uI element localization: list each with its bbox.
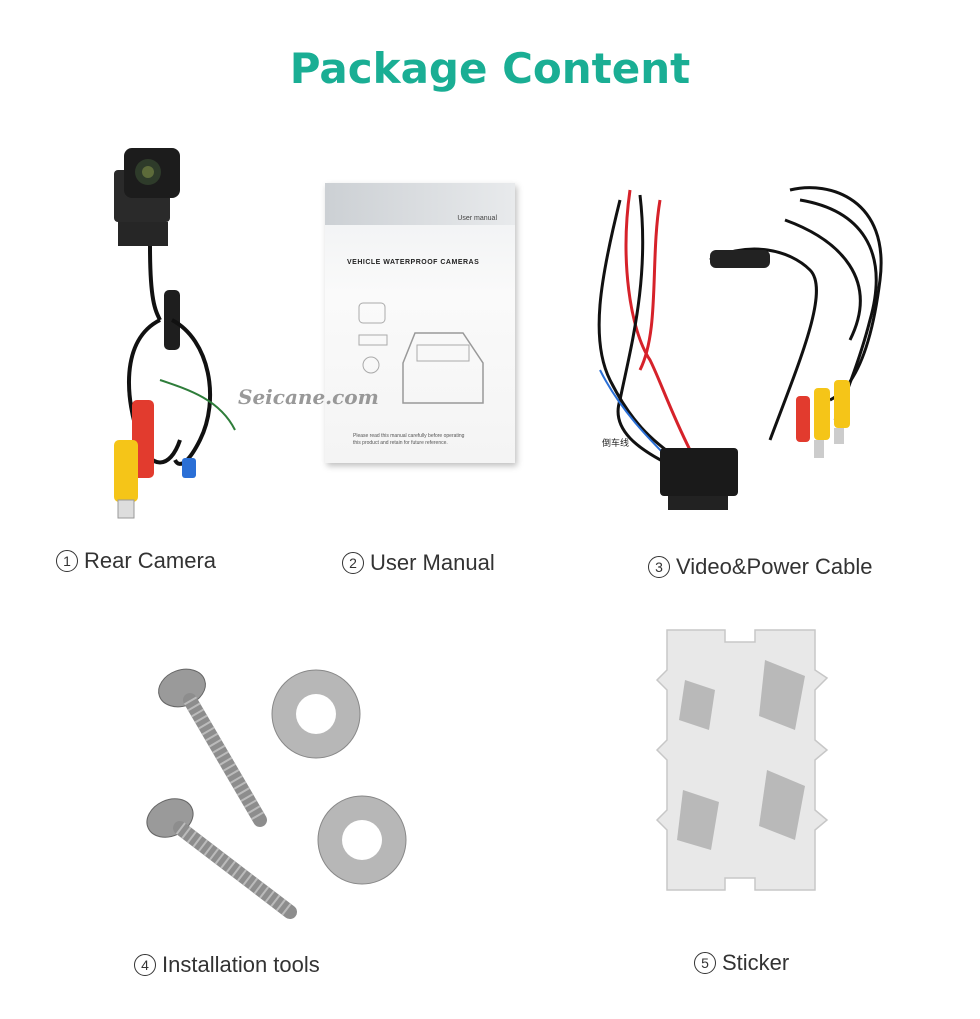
manual-product-title: VEHICLE WATERPROOF CAMERAS bbox=[347, 259, 480, 266]
cable-tag-label: 倒车线 bbox=[602, 438, 630, 448]
item-label: Video&Power Cable bbox=[676, 554, 873, 579]
item-number: 5 bbox=[694, 952, 716, 974]
caption-user-manual: 2 User Manual bbox=[342, 550, 495, 576]
caption-installation-tools: 4 Installation tools bbox=[134, 952, 320, 978]
item-label: Sticker bbox=[722, 950, 790, 975]
item-label: User Manual bbox=[370, 550, 495, 575]
caption-rear-camera: 1 Rear Camera bbox=[56, 548, 216, 574]
rear-camera-image bbox=[114, 148, 236, 519]
item-number: 4 bbox=[134, 954, 156, 976]
manual-header: User manual bbox=[457, 215, 497, 222]
video-power-cable-image bbox=[597, 186, 883, 510]
page-title: Package Content bbox=[289, 44, 691, 93]
sticker-image bbox=[655, 629, 829, 891]
manual-footer-line1: Please read this manual carefully before… bbox=[353, 433, 465, 439]
manual-footer-line2: this product and retain for future refer… bbox=[353, 440, 448, 446]
user-manual-image: User manual VEHICLE WATERPROOF CAMERAS P… bbox=[325, 183, 515, 463]
caption-video-power-cable: 3 Video&Power Cable bbox=[648, 554, 873, 580]
caption-sticker: 5 Sticker bbox=[694, 950, 789, 976]
item-number: 2 bbox=[342, 552, 364, 574]
item-label: Installation tools bbox=[162, 952, 320, 977]
item-number: 3 bbox=[648, 556, 670, 578]
installation-tools-image bbox=[146, 668, 407, 919]
watermark: Seicane.com bbox=[238, 385, 379, 409]
item-label: Rear Camera bbox=[84, 548, 217, 573]
item-number: 1 bbox=[56, 550, 78, 572]
manual-illustration bbox=[358, 302, 484, 404]
